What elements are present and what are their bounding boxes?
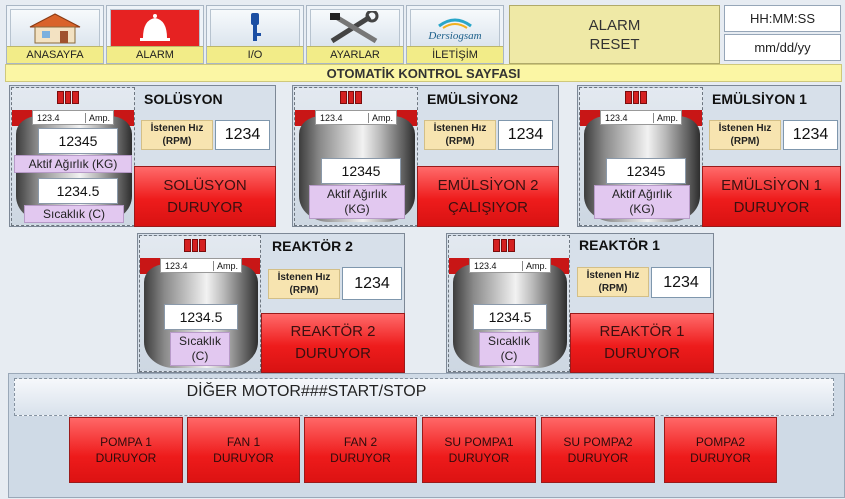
speed-label: İstenen Hız (RPM) <box>141 120 213 150</box>
fan2-button[interactable]: FAN 2 DURUYOR <box>304 417 417 483</box>
dersiogsam-logo: Dersiogsam <box>410 9 500 47</box>
temp-label: Sıcaklık (C) <box>170 332 230 366</box>
speed-label: İstenen Hız (RPM) <box>268 269 340 299</box>
reaktor1-status-button[interactable]: REAKTÖR 1 DURUYOR <box>570 313 714 373</box>
fuse-icon <box>625 91 648 104</box>
logo-text: Dersiogsam <box>428 30 482 42</box>
speed-label: İstenen Hız (RPM) <box>577 267 649 297</box>
date-display: mm/dd/yy <box>724 34 841 61</box>
weight-value: 12345 <box>321 158 401 184</box>
weight-label: Aktif Ağırlık (KG) <box>309 185 405 219</box>
alarm-reset-button[interactable]: ALARM RESET <box>509 5 720 64</box>
page-title: OTOMATİK KONTROL SAYFASI <box>5 64 842 82</box>
nav-contact-button[interactable]: Dersiogsam İLETİŞİM <box>406 5 504 64</box>
solusyon-title: SOLÜSYON <box>144 91 223 107</box>
speed-input[interactable]: 1234 <box>215 120 270 150</box>
solusyon-status-button[interactable]: SOLÜSYON DURUYOR <box>134 166 276 227</box>
temp-value: 1234.5 <box>164 304 238 330</box>
su-pompa2-button[interactable]: SU POMPA2 DURUYOR <box>541 417 655 483</box>
weight-label: Aktif Ağırlık (KG) <box>14 155 132 173</box>
speed-input[interactable]: 1234 <box>651 267 711 298</box>
emulsiyon2-title: EMÜLSİYON2 <box>427 91 519 107</box>
weight-value: 12345 <box>38 128 118 154</box>
weight-value: 12345 <box>606 158 686 184</box>
temp-label: Sıcaklık (C) <box>479 332 539 366</box>
nav-home-label: ANASAYFA <box>7 46 103 63</box>
fuse-icon <box>340 91 363 104</box>
emulsiyon2-status-button[interactable]: EMÜLSİYON 2 ÇALIŞIYOR <box>417 166 559 227</box>
fuse-icon <box>57 91 80 104</box>
temp-value: 1234.5 <box>473 304 547 330</box>
speed-input[interactable]: 1234 <box>342 267 402 300</box>
nav-home-button[interactable]: ANASAYFA <box>6 5 104 64</box>
fan1-button[interactable]: FAN 1 DURUYOR <box>187 417 300 483</box>
speed-input[interactable]: 1234 <box>498 120 553 150</box>
nav-io-button[interactable]: I/O <box>206 5 304 64</box>
nav-settings-button[interactable]: AYARLAR <box>306 5 404 64</box>
weight-label: Aktif Ağırlık (KG) <box>594 185 690 219</box>
su-pompa1-button[interactable]: SU POMPA1 DURUYOR <box>422 417 536 483</box>
speed-input[interactable]: 1234 <box>783 120 838 150</box>
other-motors-title: DİĞER MOTOR###START/STOP <box>186 383 427 400</box>
nav-alarm-button[interactable]: ALARM <box>106 5 204 64</box>
speed-label: İstenen Hız (RPM) <box>709 120 781 150</box>
pompa1-button[interactable]: POMPA 1 DURUYOR <box>69 417 183 483</box>
temp-value: 1234.5 <box>38 178 118 204</box>
tools-icon <box>310 9 400 47</box>
home-icon <box>10 9 100 47</box>
key-icon <box>210 9 300 47</box>
fuse-icon <box>184 239 207 252</box>
temp-label: Sıcaklık (C) <box>24 205 124 223</box>
reaktor1-title: REAKTÖR 1 <box>579 237 660 253</box>
fuse-icon <box>493 239 516 252</box>
nav-alarm-label: ALARM <box>107 46 203 63</box>
emulsiyon1-status-button[interactable]: EMÜLSİYON 1 DURUYOR <box>702 166 841 227</box>
nav-contact-label: İLETİŞİM <box>407 46 503 63</box>
pompa2-button[interactable]: POMPA2 DURUYOR <box>664 417 777 483</box>
time-display: HH:MM:SS <box>724 5 841 32</box>
other-motors-header <box>14 378 834 416</box>
reaktor2-title: REAKTÖR 2 <box>272 238 353 254</box>
emulsiyon1-title: EMÜLSİYON 1 <box>712 91 807 107</box>
bell-icon <box>110 9 200 47</box>
nav-io-label: I/O <box>207 46 303 63</box>
reaktor2-status-button[interactable]: REAKTÖR 2 DURUYOR <box>261 313 405 373</box>
nav-settings-label: AYARLAR <box>307 46 403 63</box>
speed-label: İstenen Hız (RPM) <box>424 120 496 150</box>
